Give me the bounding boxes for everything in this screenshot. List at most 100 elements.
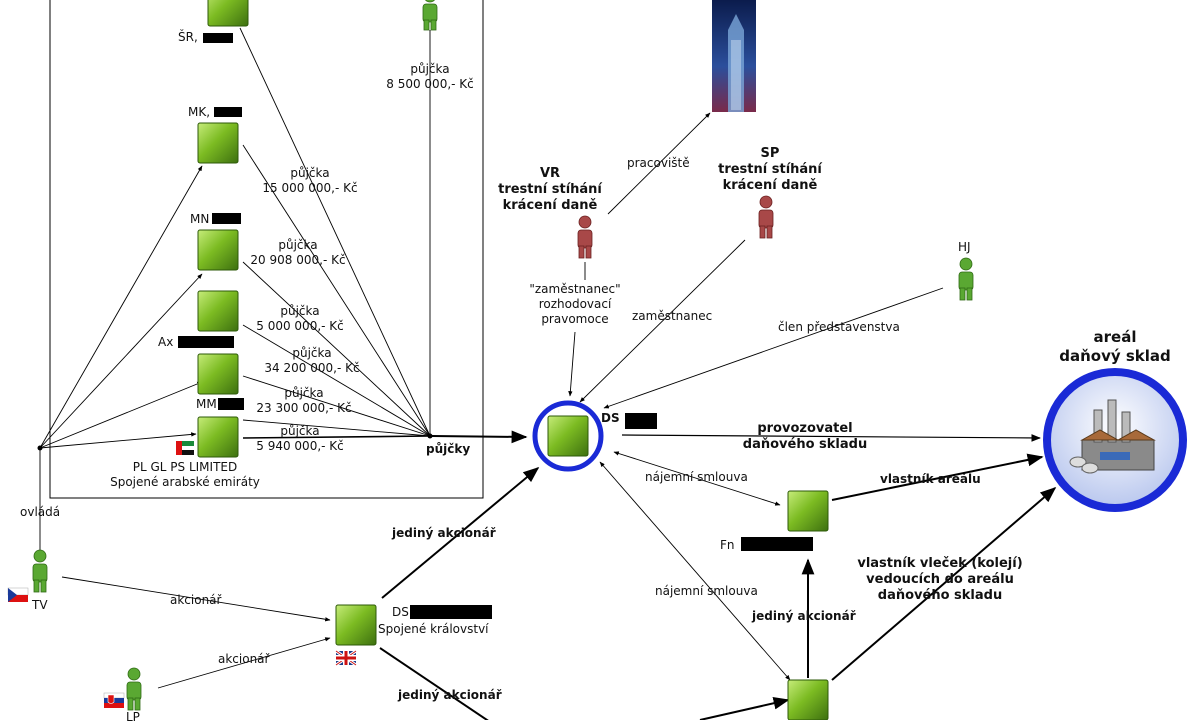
loan-amount: 23 300 000,- Kč — [256, 401, 352, 415]
owner-rails-edge — [831, 486, 1057, 681]
edge-label-loan-ax1: půjčka 5 000 000,- Kč — [250, 304, 350, 334]
redaction-bar — [218, 398, 244, 410]
node-label-warehouse: areál daňový sklad — [1040, 328, 1190, 366]
edge-label-loan-mk: půjčka 15 000 000,- Kč — [250, 166, 370, 196]
warehouse-line1: areál — [1093, 328, 1137, 346]
edge-label-hj-board: člen představenstva — [778, 320, 900, 334]
person-icon[interactable] — [126, 667, 142, 711]
company-icon[interactable] — [197, 122, 239, 164]
factory-icon — [1069, 399, 1156, 474]
loan-word: půjčka — [278, 238, 318, 252]
edge-label-owner-rails: vlastník vleček (kolejí) vedoucích do ar… — [850, 556, 1030, 604]
loan-word: půjčka — [280, 304, 320, 318]
loan-word: půjčka — [284, 386, 324, 400]
loan-amount: 15 000 000,- Kč — [262, 181, 358, 195]
tv-shareholder-edge — [61, 576, 331, 622]
sp-status-1: trestní stíhání — [718, 162, 822, 177]
tower-photo-icon[interactable] — [712, 0, 756, 112]
edge-label-sole-shareholder-2: jediný akcionář — [398, 688, 502, 702]
company-icon[interactable] — [787, 679, 829, 720]
company-icon[interactable] — [197, 353, 239, 395]
edge-label-shareholder-tv: akcionář — [170, 593, 222, 607]
edge-label-controls: ovládá — [20, 505, 61, 519]
sp-name: SP — [760, 146, 780, 161]
node-label-hj: HJ — [958, 240, 971, 254]
company-icon[interactable] — [197, 229, 239, 271]
pl-name: PL GL PS LIMITED — [132, 460, 238, 474]
loans-hub-edge — [242, 435, 431, 439]
node-label-mm: MM — [196, 397, 217, 411]
operator-edge — [621, 434, 1041, 442]
operator-line1: provozovatel — [757, 421, 853, 436]
vr-employee-line1: "zaměstnanec" — [529, 282, 621, 296]
sk-flag-icon — [103, 692, 125, 708]
workplace-edge — [607, 112, 711, 215]
node-label-ds-main: DS — [601, 411, 620, 425]
node-label-mn: MN — [190, 212, 210, 226]
company-icon[interactable] — [787, 490, 829, 532]
company-icon[interactable] — [207, 0, 249, 27]
loan-amount: 5 940 000,- Kč — [256, 439, 344, 453]
person-icon[interactable] — [32, 549, 48, 593]
loan-amount: 8 500 000,- Kč — [386, 77, 474, 91]
warehouse-line2: daňový sklad — [1059, 347, 1171, 365]
person-icon[interactable] — [422, 0, 438, 31]
edge-label-sole-shareholder-3: jediný akcionář — [752, 609, 856, 623]
control-origin-point — [37, 445, 43, 451]
node-label-mk: MK, — [188, 105, 211, 119]
node-label-vr: VR trestní stíhání krácení daně — [490, 166, 610, 214]
company-icon[interactable] — [197, 290, 239, 332]
redaction-bar — [214, 107, 242, 117]
loan-amount: 20 908 000,- Kč — [250, 253, 346, 267]
node-label-lp: LP — [126, 710, 140, 724]
person-icon[interactable] — [577, 215, 593, 259]
cz-flag-icon — [7, 587, 29, 602]
edge-label-lease-2: nájemní smlouva — [655, 584, 758, 598]
vr-employee-line3: pravomoce — [541, 312, 609, 326]
loans-hub-label: půjčky — [426, 442, 471, 456]
node-label-ds-uk: DS — [392, 605, 409, 619]
sole-shareholder-edge-2 — [379, 647, 489, 720]
uae-flag-icon — [176, 441, 194, 455]
loan-amount: 5 000 000,- Kč — [256, 319, 344, 333]
lp-shareholder-edge — [157, 637, 331, 689]
company-icon[interactable] — [335, 604, 377, 646]
node-label-tv: TV — [32, 598, 48, 612]
redaction-bar — [625, 413, 657, 429]
edge-label-workplace: pracoviště — [627, 156, 690, 170]
lenders-group-box — [49, 0, 484, 499]
edge-label-shareholder-lp: akcionář — [218, 652, 270, 666]
operator-line2: daňového skladu — [742, 437, 868, 452]
person-icon[interactable] — [958, 257, 974, 301]
sp-employee-edge — [579, 239, 746, 403]
hj-board-edge — [603, 287, 944, 409]
node-label-fn: Fn — [720, 538, 735, 552]
loan-word: půjčka — [290, 166, 330, 180]
edge-label-sole-shareholder-1: jediný akcionář — [392, 526, 496, 540]
person-icon[interactable] — [758, 195, 774, 239]
vr-name: VR — [539, 166, 561, 181]
redaction-bar — [410, 605, 492, 619]
node-label-ds-uk-country: Spojené království — [378, 622, 489, 636]
node-label-sp: SP trestní stíhání krácení daně — [710, 146, 830, 194]
owner-rails-line1: vlastník vleček (kolejí) — [857, 556, 1023, 571]
edge-label-loan-mm: půjčka 23 300 000,- Kč — [254, 386, 354, 416]
vr-status-2: krácení daně — [502, 198, 598, 213]
edge-label-loan-ax2: půjčka 34 200 000,- Kč — [262, 346, 362, 376]
redaction-bar — [212, 213, 241, 224]
company-icon[interactable] — [547, 415, 589, 457]
lease-edge-2 — [599, 461, 791, 681]
loans-hub-point — [427, 433, 433, 439]
loan-word: půjčka — [280, 424, 320, 438]
edge-label-vr-employee: "zaměstnanec" rozhodovací pravomoce — [520, 282, 630, 327]
bottom-incoming-edge — [699, 696, 790, 720]
control-edges — [39, 165, 203, 552]
sole-shareholder-edge-1 — [381, 466, 540, 599]
node-label-sr: ŠR, — [178, 30, 198, 44]
redaction-bar — [178, 336, 234, 348]
company-icon[interactable] — [197, 416, 239, 458]
owner-rails-line2: vedoucích do areálu — [866, 572, 1014, 587]
vr-employee-edge — [568, 331, 576, 397]
loan-word: půjčka — [410, 62, 450, 76]
